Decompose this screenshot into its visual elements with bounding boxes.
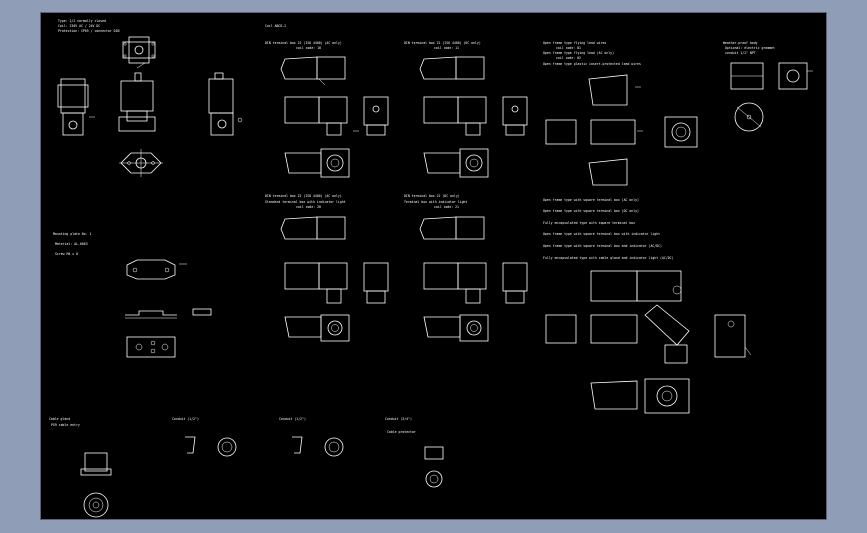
- note-sq-2: Open frame type with square terminal box…: [543, 209, 639, 213]
- square-coil-front: [590, 314, 638, 344]
- square-coil-angle: [644, 304, 690, 364]
- drawing-viewport[interactable]: Type: 2/2 normally closed Coil: 230V AC …: [40, 12, 827, 520]
- valve-left-view: [57, 78, 95, 136]
- note-plate-3: Screw M4 x 8: [55, 252, 78, 256]
- note-sq-5: Open frame type with square terminal box…: [543, 244, 662, 248]
- valve-right-view: [208, 72, 243, 136]
- note-plate-2: Material: AL-6063: [55, 242, 88, 246]
- note-din-dc: DIN terminal box 22 (ISO 4400) (DC only): [404, 41, 481, 45]
- note-din-dc-light: DIN terminal box 22 (DC only): [404, 194, 460, 198]
- valve-top-view: [122, 36, 156, 64]
- note-din-ac-code: coil code: 10: [296, 46, 321, 50]
- note-sq-4: Open frame type with square terminal box…: [543, 232, 660, 236]
- coil-light-dc-side: [419, 216, 485, 240]
- note-weatherproof-3: conduit 1/2" NPT: [725, 51, 756, 55]
- coil-light-ac-bottom: [284, 314, 350, 342]
- note-open-2-code: coil code: 02: [556, 56, 581, 60]
- note-din-ac-light-2: Standard terminal box with indicator lig…: [265, 200, 346, 204]
- coil-light-ac-side: [280, 216, 346, 240]
- note-weatherproof: Weather-proof body: [723, 41, 758, 45]
- coil-din-ac-end: [363, 96, 389, 136]
- weatherproof-front: [730, 62, 764, 90]
- square-coil-right: [714, 314, 752, 358]
- note-sq-1: Open frame type with square terminal box…: [543, 198, 639, 202]
- note-weatherproof-2: Optional: electric grommet: [725, 46, 775, 50]
- mounting-plate-side: [125, 308, 212, 319]
- note-header-3: Protection: IP65 / connector DIN: [58, 29, 119, 33]
- open-frame-bottom: [588, 158, 628, 186]
- note-open-1-code: coil code: 01: [556, 46, 581, 50]
- cable-gland-assembly: [80, 452, 112, 518]
- coil-din-ac-bottom: [284, 148, 350, 178]
- note-cable-gland-2: PG9 cable entry: [51, 423, 80, 427]
- note-conduit-1: Conduit (1/2"): [172, 417, 199, 421]
- valve-bottom-view: [119, 149, 163, 177]
- note-din-dc-code: coil code: 11: [434, 46, 459, 50]
- open-frame-end: [545, 119, 577, 145]
- coil-light-dc-end: [502, 262, 528, 304]
- coil-din-ac-side: [280, 56, 346, 86]
- conduit-2: [292, 436, 344, 457]
- weatherproof-plan: [734, 102, 764, 132]
- note-header-1: Type: 2/2 normally closed: [58, 19, 106, 23]
- note-open-3: Open frame type plastic insert-protected…: [543, 62, 641, 66]
- note-din-dc-light-code: coil code: 21: [434, 205, 459, 209]
- coil-din-dc-front: [423, 96, 487, 136]
- open-frame-front: [590, 119, 643, 145]
- note-cable-gland: Cable gland: [49, 417, 70, 421]
- cad-drawing: Type: 2/2 normally closed Coil: 230V AC …: [49, 19, 813, 518]
- note-open-1: Open frame type flying lead wires: [543, 41, 606, 45]
- square-coil-bottom: [590, 378, 690, 414]
- note-protector: Cable protector: [387, 430, 416, 434]
- weatherproof-side: [778, 62, 813, 90]
- note-plate: Mounting plate No. 1: [53, 232, 91, 236]
- coil-din-dc-end: [502, 96, 528, 136]
- note-din-ac: DIN terminal box 22 (ISO 4400) (AC only): [265, 41, 342, 45]
- mounting-plate-top: [126, 259, 187, 280]
- note-din-ac-light-code: coil code: 20: [296, 205, 321, 209]
- note-coil-group: Coil ABCD-2: [265, 24, 286, 28]
- note-open-2: Open frame type flying lead (AC only): [543, 51, 614, 55]
- note-conduit-3: Conduit (3/4"): [385, 417, 412, 421]
- note-header-2: Coil: 230V AC / 24V DC: [58, 24, 100, 28]
- coil-light-dc-bottom: [423, 314, 489, 342]
- coil-din-dc-bottom: [423, 148, 489, 178]
- coil-din-dc-side: [419, 56, 485, 80]
- coil-light-ac-end: [363, 262, 389, 304]
- note-din-dc-light-2: Terminal box with indicator light: [404, 200, 467, 204]
- note-sq-3: Fully encapsulated type with square term…: [543, 221, 635, 225]
- note-sq-6: Fully encapsulated type with cable gland…: [543, 256, 674, 260]
- note-conduit-2: Conduit (1/2"): [279, 417, 306, 421]
- coil-din-ac-front: [284, 96, 359, 136]
- open-frame-side: [588, 74, 641, 106]
- coil-light-ac-front: [284, 262, 348, 304]
- coil-light-dc-front: [423, 262, 487, 304]
- square-coil-side: [590, 270, 682, 302]
- conduit-1: [185, 436, 237, 457]
- cable-protector: [424, 446, 444, 488]
- mounting-plate-bottom: [126, 336, 176, 358]
- note-din-ac-light: DIN terminal box 22 (ISO 4400) (AC only): [265, 194, 342, 198]
- open-frame-right: [664, 116, 698, 148]
- valve-front-view: [118, 62, 156, 132]
- square-coil-end: [545, 314, 577, 344]
